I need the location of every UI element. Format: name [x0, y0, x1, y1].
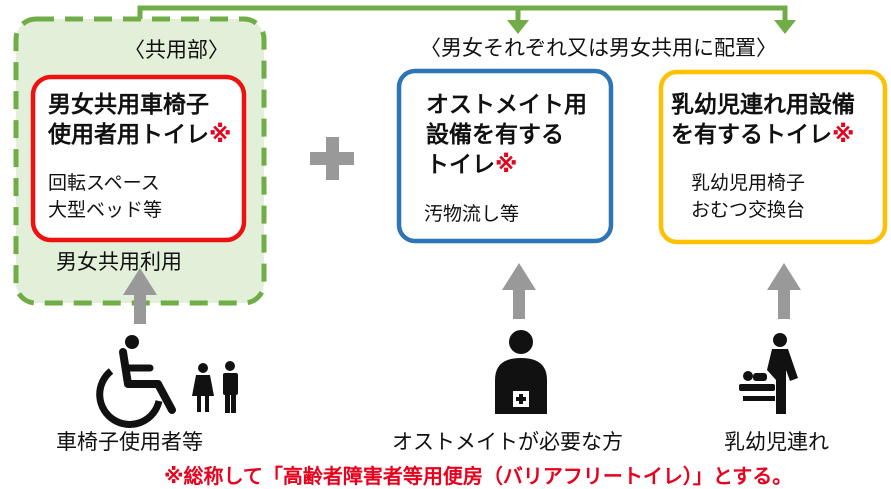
infant-user-label: 乳幼児連れ	[724, 430, 829, 454]
infant-title-line2: を有するトイレ※	[671, 122, 855, 148]
arrow-up-infant	[767, 263, 801, 319]
per-gender-label: 〈男女それぞれ又は男女共用に配置〉	[420, 36, 777, 60]
shared-usage-note: 男女共用利用	[56, 250, 182, 274]
note-mark: ※	[495, 152, 518, 178]
ostomate-user-label: オストメイトが必要な方	[392, 430, 623, 454]
ostomate-icon	[495, 330, 547, 414]
wheelchair-detail-line1: 回転スペース	[48, 172, 160, 194]
ostomate-box-title: オストメイト用 設備を有する トイレ※	[426, 90, 587, 180]
infant-title-line1: 乳幼児連れ用設備	[671, 92, 855, 118]
infant-box-title: 乳幼児連れ用設備 を有するトイレ※	[671, 90, 855, 150]
wheelchair-box-details: 回転スペース 大型ベッド等	[48, 170, 162, 224]
note-mark: ※	[832, 122, 855, 148]
arrow-up-ostomate	[502, 263, 536, 319]
infant-detail-line2: おむつ交換台	[691, 199, 806, 221]
wheelchair-user-label: 車椅子使用者等	[56, 430, 203, 454]
wheelchair-box-title: 男女共用車椅子 使用者用トイレ※	[48, 90, 231, 150]
infant-box-details: 乳幼児用椅子 おむつ交換台	[691, 170, 805, 224]
note-mark: ※	[209, 122, 232, 148]
shared-area-label: 〈共用部〉	[124, 38, 229, 62]
wheelchair-detail-line2: 大型ベッド等	[48, 199, 163, 221]
footnote: ※総称して「高齢者障害者等用便房（バリアフリートイレ）」とする。	[164, 464, 793, 488]
wheelchair-title-line1: 男女共用車椅子	[48, 92, 209, 118]
arrow-up-wheelchair	[123, 268, 157, 324]
ostomate-title-line2: 設備を有する	[426, 122, 564, 148]
man-woman-icon	[192, 361, 238, 413]
ostomate-title-line3: トイレ※	[426, 152, 518, 178]
wheelchair-title-line2: 使用者用トイレ※	[48, 122, 232, 148]
ostomate-detail-line1: 汚物流し等	[424, 203, 520, 225]
connector-arrowheads	[507, 20, 796, 34]
infant-toilet-box	[658, 69, 888, 245]
baby-changing-icon	[739, 333, 798, 414]
plus-icon	[310, 137, 354, 180]
wheelchair-toilet-box	[30, 74, 247, 243]
wheelchair-icon	[96, 335, 176, 428]
ostomate-toilet-box	[396, 68, 614, 244]
infant-detail-line1: 乳幼児用椅子	[691, 172, 806, 194]
ostomate-title-line1: オストメイト用	[426, 92, 587, 118]
